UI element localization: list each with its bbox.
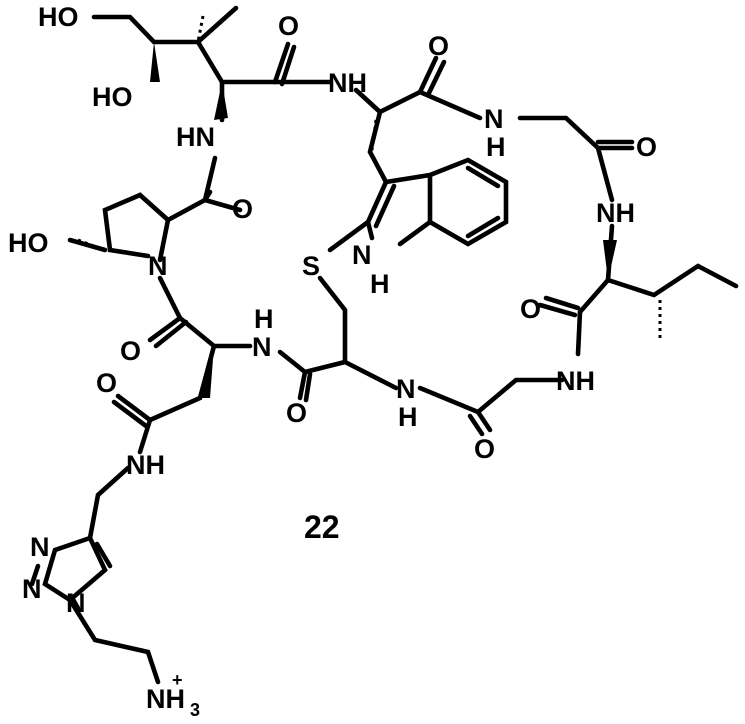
atom-n-triazole-2: N — [22, 574, 42, 604]
stereo-bonds — [77, 15, 662, 398]
atom-o-gly2-carbonyl: O — [474, 434, 495, 464]
atom-h-cys: H — [398, 402, 418, 432]
atom-hn-left: HN — [176, 122, 215, 152]
atom-o-cys-carbonyl: O — [286, 398, 307, 428]
atom-n-triazole-1: N — [30, 532, 50, 562]
atom-ho-second: HO — [92, 82, 133, 112]
atom-s-thioether: S — [302, 251, 320, 281]
atom-o-trp-carbonyl: O — [428, 31, 449, 61]
atom-o-asp-carbonyl: O — [120, 336, 141, 366]
atom-n-triazole-3: N — [66, 588, 86, 618]
atom-h-indole: H — [370, 269, 390, 299]
atom-nh-gly: NH — [556, 366, 595, 396]
atom-ho-proline: HO — [8, 228, 49, 258]
atom-n-cys: N — [396, 374, 416, 404]
bond-lines — [42, 5, 739, 685]
triazole-double-bonds — [29, 563, 41, 587]
atom-nh3-charge: + — [172, 670, 183, 690]
atom-n-proline: N — [148, 251, 168, 281]
atom-n-asp: N — [252, 332, 272, 362]
compound-number: 22 — [304, 509, 340, 545]
atom-nh-top: NH — [328, 68, 367, 98]
atom-nh3: NH — [146, 684, 185, 714]
atom-o-top-carbonyl: O — [278, 11, 299, 41]
atom-nh-ile: NH — [596, 198, 635, 228]
atom-o-ile-carbonyl: O — [520, 294, 541, 324]
atom-o-proline-carbonyl: O — [232, 194, 253, 224]
atom-o-gly-carbonyl: O — [636, 132, 657, 162]
atom-h-amide-right: H — [486, 132, 506, 162]
atom-ho-top: HO — [38, 2, 79, 32]
atom-nh-asn: NH — [126, 450, 165, 480]
atom-nh3-subscript: 3 — [190, 700, 200, 720]
atom-o-asn-carbonyl: O — [96, 368, 117, 398]
atom-labels: HO HO HO O NH O N H O NH HN O N S N H O … — [8, 2, 657, 720]
atom-n-indole: N — [352, 240, 372, 270]
atom-n-amide-right: N — [484, 104, 504, 134]
atom-h-asp: H — [254, 304, 274, 334]
